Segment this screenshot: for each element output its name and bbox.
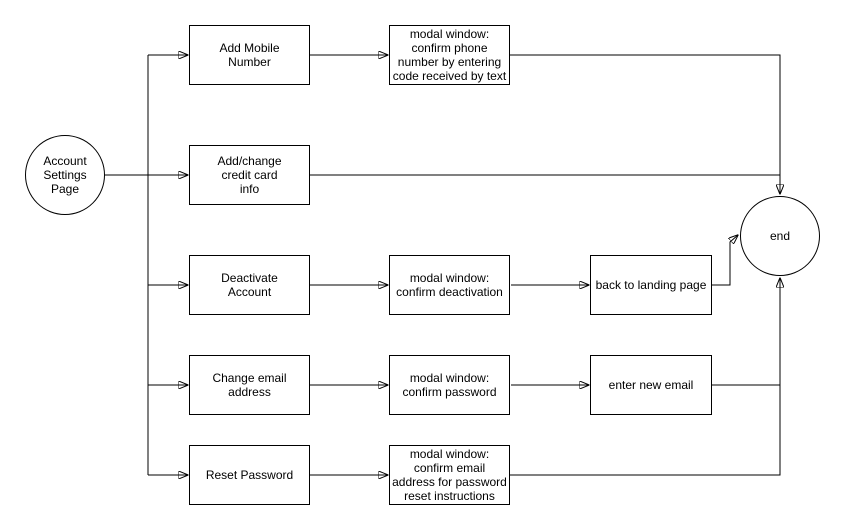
- action-label: Change email address: [212, 371, 287, 399]
- result-label: enter new email: [608, 378, 694, 392]
- modal-label: modal window: confirm password: [402, 371, 497, 399]
- edge-phone-modal-to-end: [510, 54, 780, 194]
- start-node-account-settings: Account Settings Page: [25, 135, 105, 215]
- end-node-label: end: [769, 229, 791, 243]
- modal-label: modal window: confirm email address for …: [392, 447, 507, 503]
- modal-box-password-reset-email: modal window: confirm email address for …: [389, 445, 510, 505]
- action-box-credit-card: Add/change credit card info: [189, 145, 310, 205]
- result-box-back-to-landing: back to landing page: [590, 255, 712, 315]
- result-label: back to landing page: [595, 278, 707, 292]
- action-label: Reset Password: [205, 468, 294, 482]
- action-box-add-mobile-number: Add Mobile Number: [189, 25, 310, 85]
- start-node-label: Account Settings Page: [43, 154, 87, 196]
- edge-reset-modal-to-end: [510, 278, 780, 476]
- result-box-enter-new-email: enter new email: [590, 355, 712, 415]
- modal-box-confirm-password: modal window: confirm password: [389, 355, 510, 415]
- action-box-reset-password: Reset Password: [189, 445, 310, 505]
- modal-label: modal window: confirm deactivation: [396, 271, 503, 299]
- action-label: Deactivate Account: [221, 271, 278, 299]
- action-box-change-email: Change email address: [189, 355, 310, 415]
- edge-landing-to-end: [712, 235, 738, 286]
- end-node: end: [740, 196, 820, 276]
- modal-box-phone-confirmation: modal window: confirm phone number by en…: [389, 25, 510, 85]
- modal-box-confirm-deactivation: modal window: confirm deactivation: [389, 255, 510, 315]
- action-label: Add Mobile Number: [219, 41, 280, 69]
- action-label: Add/change credit card info: [217, 154, 282, 196]
- modal-label: modal window: confirm phone number by en…: [392, 27, 507, 83]
- action-box-deactivate-account: Deactivate Account: [189, 255, 310, 315]
